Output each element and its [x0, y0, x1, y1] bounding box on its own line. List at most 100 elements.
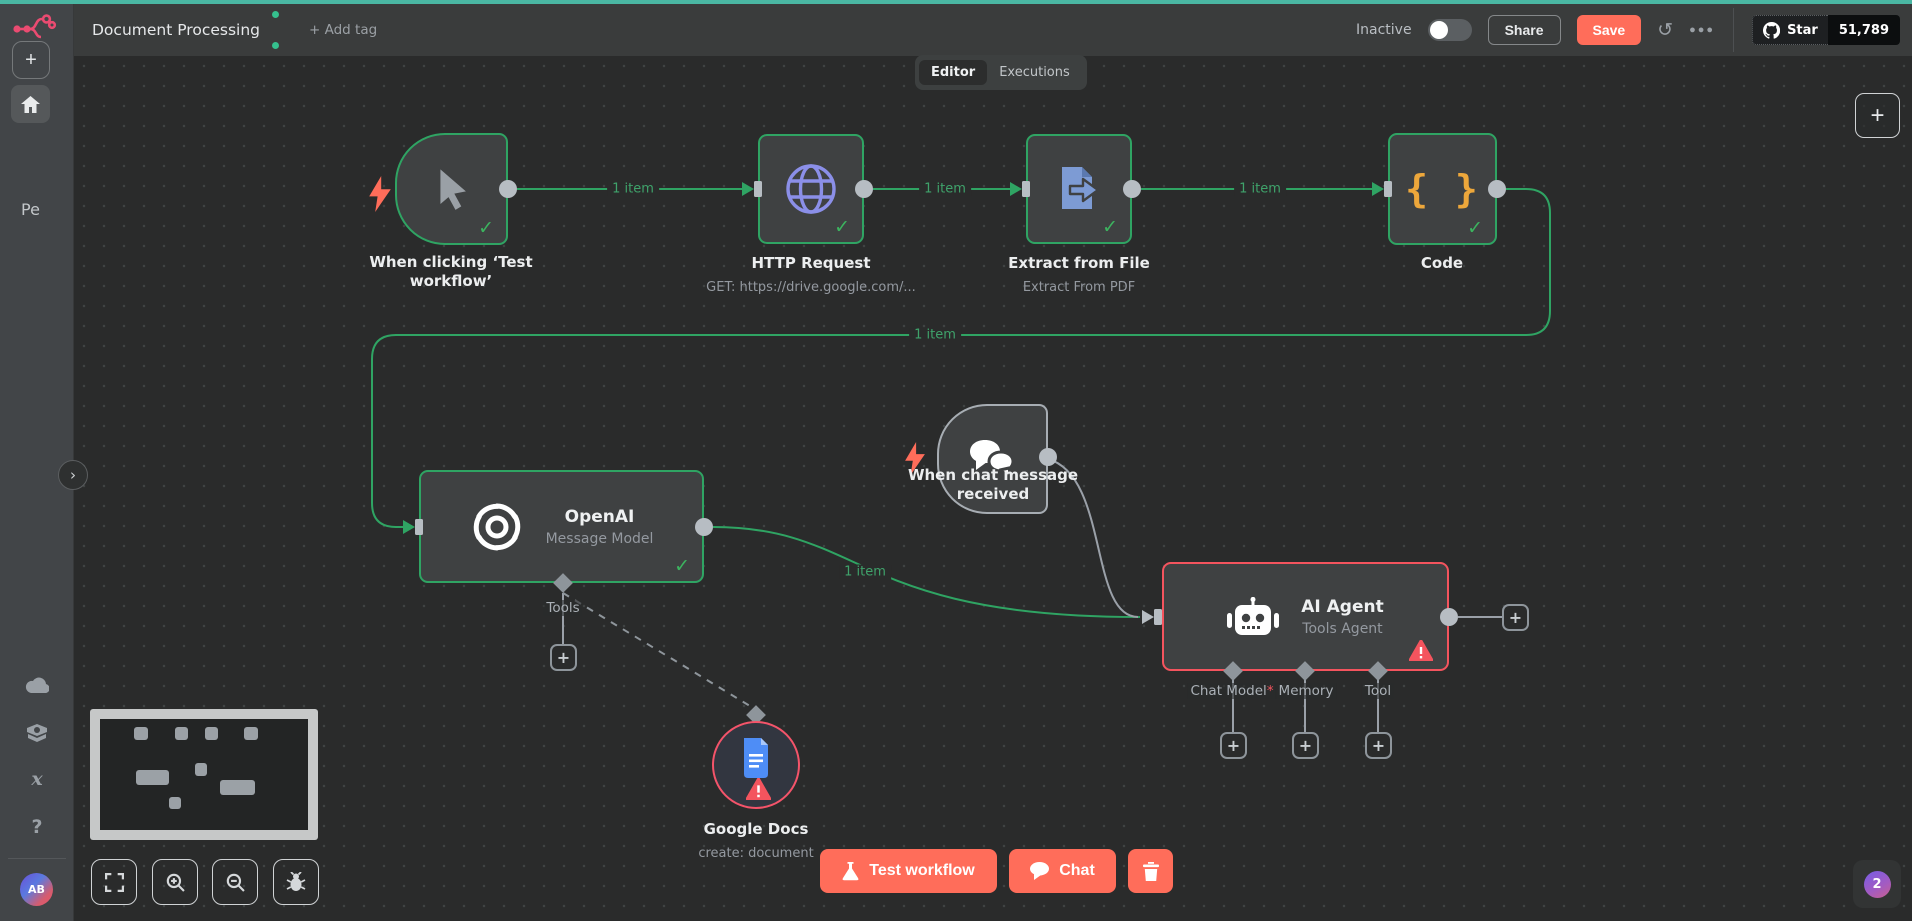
- output-port[interactable]: [1123, 180, 1141, 198]
- sidebar-item-cloud[interactable]: [0, 676, 74, 693]
- input-port[interactable]: [1384, 181, 1392, 197]
- port-label-tool: Tool: [1361, 683, 1395, 699]
- sidebar-project-label[interactable]: Pe: [21, 200, 40, 219]
- node-label: When chat message received: [907, 466, 1079, 503]
- input-port[interactable]: [1154, 609, 1162, 625]
- file-export-icon: [1062, 167, 1100, 209]
- openai-icon: [473, 503, 520, 550]
- history-button[interactable]: ↺: [1657, 21, 1673, 40]
- minimap-node: [134, 727, 148, 740]
- warning-icon: [1409, 640, 1433, 661]
- globe-icon: [786, 164, 836, 214]
- output-port[interactable]: [499, 180, 517, 198]
- required-star: *: [1266, 683, 1274, 699]
- node-manual-trigger[interactable]: ✓: [395, 133, 508, 245]
- add-tag-button[interactable]: + Add tag: [309, 22, 378, 38]
- output-port[interactable]: [1488, 180, 1506, 198]
- debug-button[interactable]: [273, 859, 319, 905]
- test-workflow-button[interactable]: Test workflow: [820, 849, 997, 893]
- output-port[interactable]: [695, 518, 713, 536]
- sidebar-expand-button[interactable]: ›: [58, 460, 88, 490]
- user-avatar[interactable]: AB: [20, 873, 53, 906]
- success-check-icon: ✓: [1102, 216, 1118, 238]
- sidebar-item-variables[interactable]: x: [0, 768, 74, 790]
- edge-label: 1 item: [607, 181, 659, 197]
- port-label-chat-model: Chat Model*: [1187, 683, 1277, 699]
- title-edit-handle: [272, 11, 279, 49]
- node-chat-trigger[interactable]: [937, 404, 1048, 514]
- delete-workflow-button[interactable]: [1128, 849, 1173, 893]
- add-tool-button[interactable]: +: [550, 644, 577, 671]
- save-button[interactable]: Save: [1576, 15, 1642, 45]
- add-node-button[interactable]: +: [1855, 93, 1900, 138]
- fit-view-button[interactable]: [91, 859, 137, 905]
- node-subtitle: Message Model: [545, 530, 654, 547]
- chevron-right-icon: ›: [70, 466, 76, 484]
- success-check-icon: ✓: [674, 555, 690, 577]
- editor-tabs: Editor Executions: [915, 55, 1087, 90]
- edge-label: 1 item: [839, 564, 891, 580]
- share-button[interactable]: Share: [1487, 15, 1561, 45]
- output-port[interactable]: [1039, 448, 1057, 466]
- bug-icon: [286, 872, 306, 891]
- node-openai[interactable]: OpenAI Message Model ✓: [419, 470, 704, 583]
- sidebar-item-help[interactable]: ?: [0, 816, 74, 838]
- tab-executions[interactable]: Executions: [999, 65, 1070, 80]
- add-chat-model-button[interactable]: +: [1220, 732, 1247, 759]
- chat-button[interactable]: Chat: [1009, 849, 1116, 893]
- minimap-node: [244, 727, 258, 740]
- minimap-node: [205, 727, 218, 740]
- sidebar-item-overview[interactable]: [11, 85, 50, 123]
- workflow-title[interactable]: Document Processing: [92, 21, 260, 39]
- input-port[interactable]: [1022, 181, 1030, 197]
- output-port[interactable]: [1440, 608, 1458, 626]
- whats-new-button[interactable]: 2: [1853, 860, 1901, 908]
- add-memory-button[interactable]: +: [1292, 732, 1319, 759]
- templates-icon: [27, 724, 47, 742]
- input-port[interactable]: [415, 519, 423, 535]
- chat-icon: [1030, 862, 1050, 880]
- topbar: Document Processing + Add tag Inactive S…: [74, 4, 1912, 56]
- node-subtitle: Tools Agent: [1302, 620, 1383, 637]
- zoom-out-icon: [226, 873, 245, 892]
- add-node-after-agent-button[interactable]: +: [1502, 604, 1529, 631]
- node-extract-from-file[interactable]: ✓: [1026, 134, 1132, 244]
- activate-toggle[interactable]: [1427, 19, 1472, 41]
- home-icon: [21, 95, 40, 113]
- add-workflow-button[interactable]: +: [12, 41, 50, 79]
- plus-icon: +: [1870, 101, 1885, 129]
- node-http-request[interactable]: ✓: [758, 134, 864, 244]
- success-check-icon: ✓: [834, 216, 850, 238]
- edge-label: 1 item: [909, 327, 961, 343]
- google-docs-icon: [744, 738, 768, 778]
- node-label: Extract from File: [1008, 254, 1150, 272]
- zoom-out-button[interactable]: [212, 859, 258, 905]
- node-ai-agent[interactable]: AI Agent Tools Agent: [1162, 562, 1449, 671]
- fit-view-icon: [104, 872, 124, 892]
- github-star-label: Star: [1787, 22, 1818, 38]
- node-subtitle: Extract From PDF: [1022, 280, 1136, 295]
- minimap-node: [220, 780, 255, 795]
- add-tool-button[interactable]: +: [1365, 732, 1392, 759]
- topbar-divider: [1733, 8, 1735, 52]
- node-label: OpenAI: [564, 506, 635, 527]
- tab-editor[interactable]: Editor: [919, 60, 988, 85]
- help-icon: ?: [31, 816, 43, 838]
- edge-label: 1 item: [1234, 181, 1286, 197]
- node-code[interactable]: { } ✓: [1388, 133, 1497, 245]
- github-star-widget[interactable]: Star 51,789: [1752, 15, 1900, 45]
- github-icon: [1763, 21, 1781, 39]
- node-google-docs[interactable]: [712, 721, 800, 809]
- workflow-canvas[interactable]: 1 item 1 item 1 item 1 item 1 item ✓ Whe…: [74, 56, 1912, 921]
- sidebar-divider: [8, 858, 66, 859]
- output-port[interactable]: [855, 180, 873, 198]
- input-port[interactable]: [754, 181, 762, 197]
- zoom-in-button[interactable]: [152, 859, 198, 905]
- history-icon: ↺: [1657, 19, 1674, 41]
- port-label-tools: Tools: [543, 600, 583, 616]
- more-menu-button[interactable]: ●●●: [1689, 24, 1715, 36]
- node-label: AI Agent: [1301, 596, 1384, 617]
- sidebar-item-templates[interactable]: [0, 722, 74, 742]
- canvas-minimap[interactable]: [90, 709, 318, 840]
